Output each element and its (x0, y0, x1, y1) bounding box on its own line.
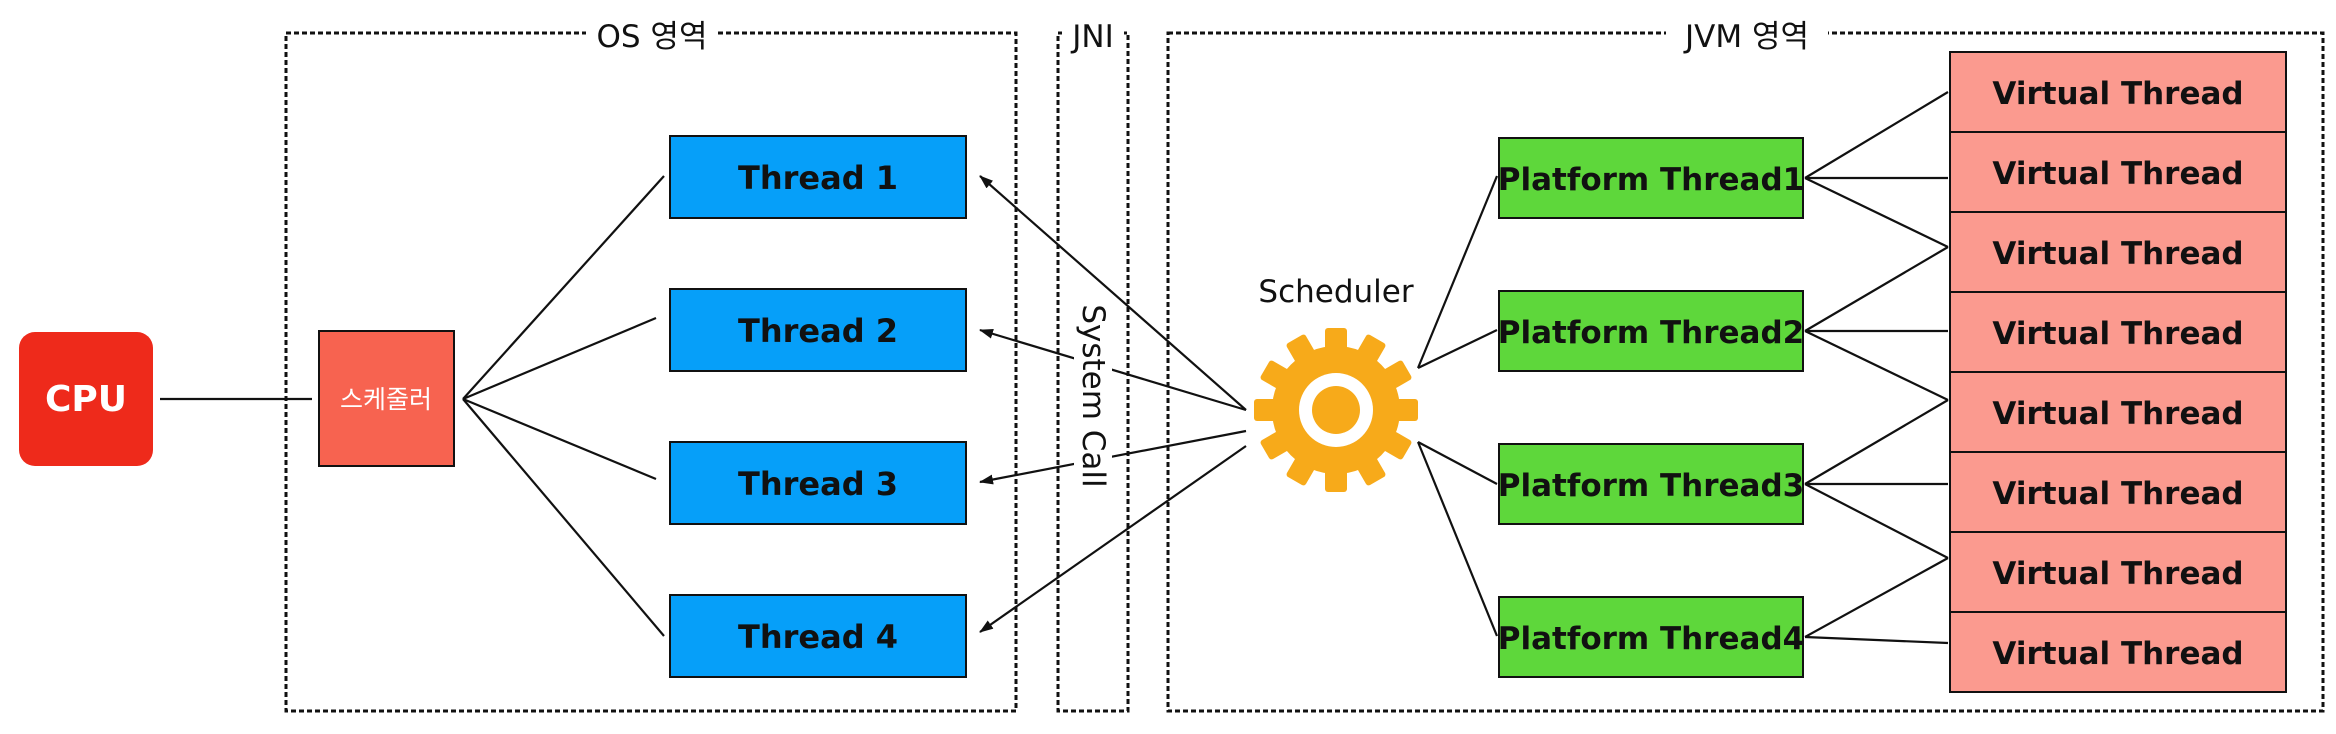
platform-thread-label: Platform Thread3 (1498, 468, 1804, 504)
gear-link-platform-4 (1416, 441, 1499, 637)
platform-thread-label: Platform Thread2 (1498, 315, 1804, 351)
platform-virtual-links (1804, 91, 1949, 645)
os-thread-label: Thread 2 (738, 312, 898, 350)
system-call-arrow-4 (979, 445, 1247, 633)
os-thread: Thread 1 (669, 135, 967, 219)
scheduler-link-thread-3 (462, 397, 657, 481)
virtual-thread: Virtual Thread (1949, 371, 2287, 453)
jni-region-title: JNI (1070, 19, 1113, 55)
platform-thread: Platform Thread3 (1498, 443, 1804, 525)
system-call-arrow-2 (979, 328, 1247, 412)
platform-thread-label: Platform Thread1 (1498, 162, 1804, 198)
os-scheduler-label: 스케줄러 (340, 385, 432, 414)
os-thread: Thread 4 (669, 594, 967, 678)
virtual-thread-label: Virtual Thread (1992, 636, 2243, 672)
virtual-thread: Virtual Thread (1949, 51, 2287, 133)
virtual-thread: Virtual Thread (1949, 211, 2287, 293)
gear-link-platform-2 (1417, 329, 1498, 369)
jvm-scheduler-label: Scheduler (1258, 274, 1413, 310)
platform-thread: Platform Thread2 (1498, 290, 1804, 372)
virtual-thread-label: Virtual Thread (1992, 316, 2243, 352)
virtual-thread-label: Virtual Thread (1992, 476, 2243, 512)
scheduler-link-thread-1 (462, 175, 665, 400)
gear-link-platform-3 (1417, 441, 1498, 485)
virtual-thread: Virtual Thread (1949, 531, 2287, 613)
os-scheduler-box (318, 330, 455, 467)
scheduler-link-thread-2 (462, 316, 657, 401)
os-thread-label: Thread 1 (738, 159, 898, 197)
virtual-thread: Virtual Thread (1949, 291, 2287, 373)
platform-thread: Platform Thread1 (1498, 137, 1804, 219)
virtual-thread: Virtual Thread (1949, 131, 2287, 213)
platform-thread: Platform Thread4 (1498, 596, 1804, 678)
gear-icon (1254, 328, 1418, 492)
os-thread-label: Thread 3 (738, 465, 898, 503)
virtual-thread-label: Virtual Thread (1992, 76, 2243, 112)
virtual-thread-label: Virtual Thread (1992, 156, 2243, 192)
virtual-thread-label: Virtual Thread (1992, 556, 2243, 592)
system-call-arrow-3 (979, 429, 1247, 485)
cpu-box (19, 332, 153, 466)
system-call-label: System Call (1075, 304, 1111, 487)
system-call-arrow-1 (979, 175, 1247, 411)
virtual-thread-stack: Virtual Thread Virtual Thread Virtual Th… (1949, 51, 2287, 693)
os-region-title: OS 영역 (597, 19, 708, 55)
gear-link-platform-1 (1416, 175, 1499, 369)
jvm-region-title: JVM 영역 (1683, 19, 1809, 55)
os-thread: Thread 2 (669, 288, 967, 372)
virtual-thread: Virtual Thread (1949, 611, 2287, 693)
scheduler-link-thread-4 (462, 398, 665, 637)
platform-thread-label: Platform Thread4 (1498, 621, 1804, 657)
os-thread-label: Thread 4 (738, 618, 898, 656)
virtual-thread-label: Virtual Thread (1992, 236, 2243, 272)
os-thread: Thread 3 (669, 441, 967, 525)
virtual-thread: Virtual Thread (1949, 451, 2287, 533)
cpu-label: CPU (45, 379, 127, 420)
virtual-thread-label: Virtual Thread (1992, 396, 2243, 432)
